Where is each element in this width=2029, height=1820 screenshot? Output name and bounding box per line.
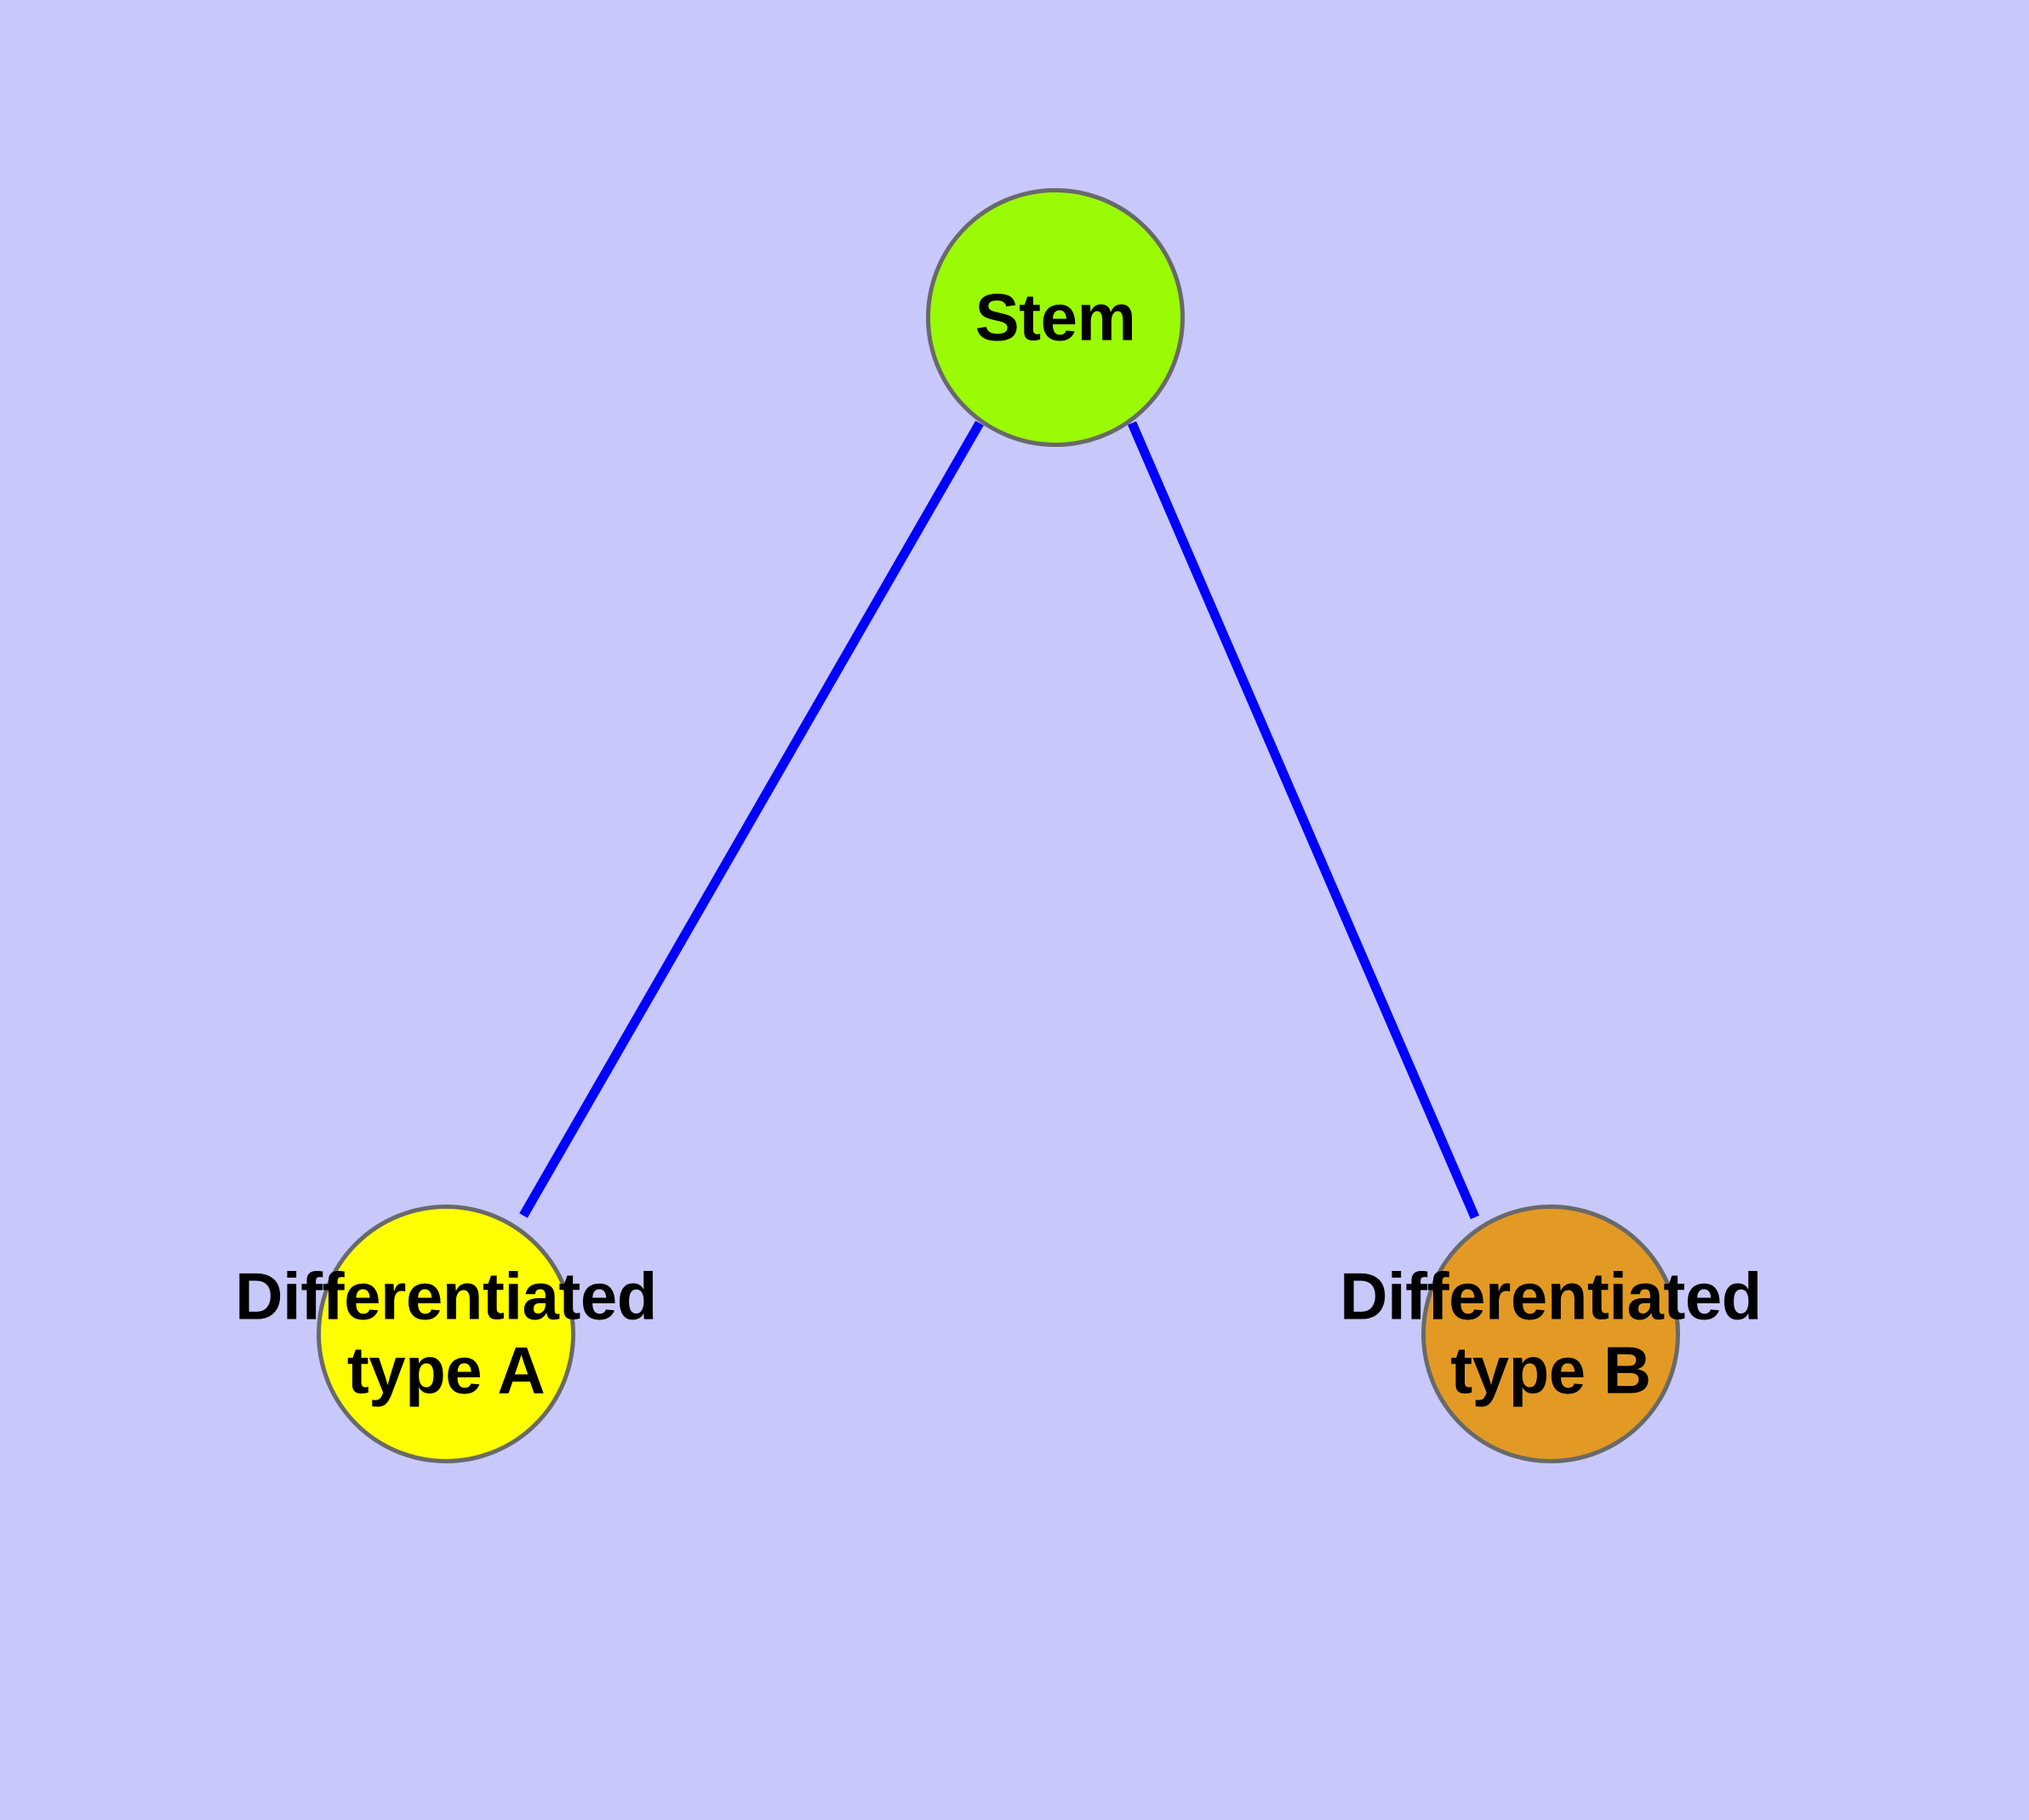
node-differentiated-type-b[interactable]: Differentiated type B bbox=[1340, 1205, 1762, 1463]
edge-stem-to-differentiated-type-b[interactable] bbox=[1127, 421, 1480, 1220]
node-stem[interactable]: Stem bbox=[926, 188, 1185, 447]
edge-stem-to-differentiated-type-a[interactable] bbox=[519, 421, 984, 1218]
node-stem-label: Stem bbox=[974, 279, 1136, 355]
node-differentiated-type-a[interactable]: Differentiated type A bbox=[235, 1205, 657, 1463]
